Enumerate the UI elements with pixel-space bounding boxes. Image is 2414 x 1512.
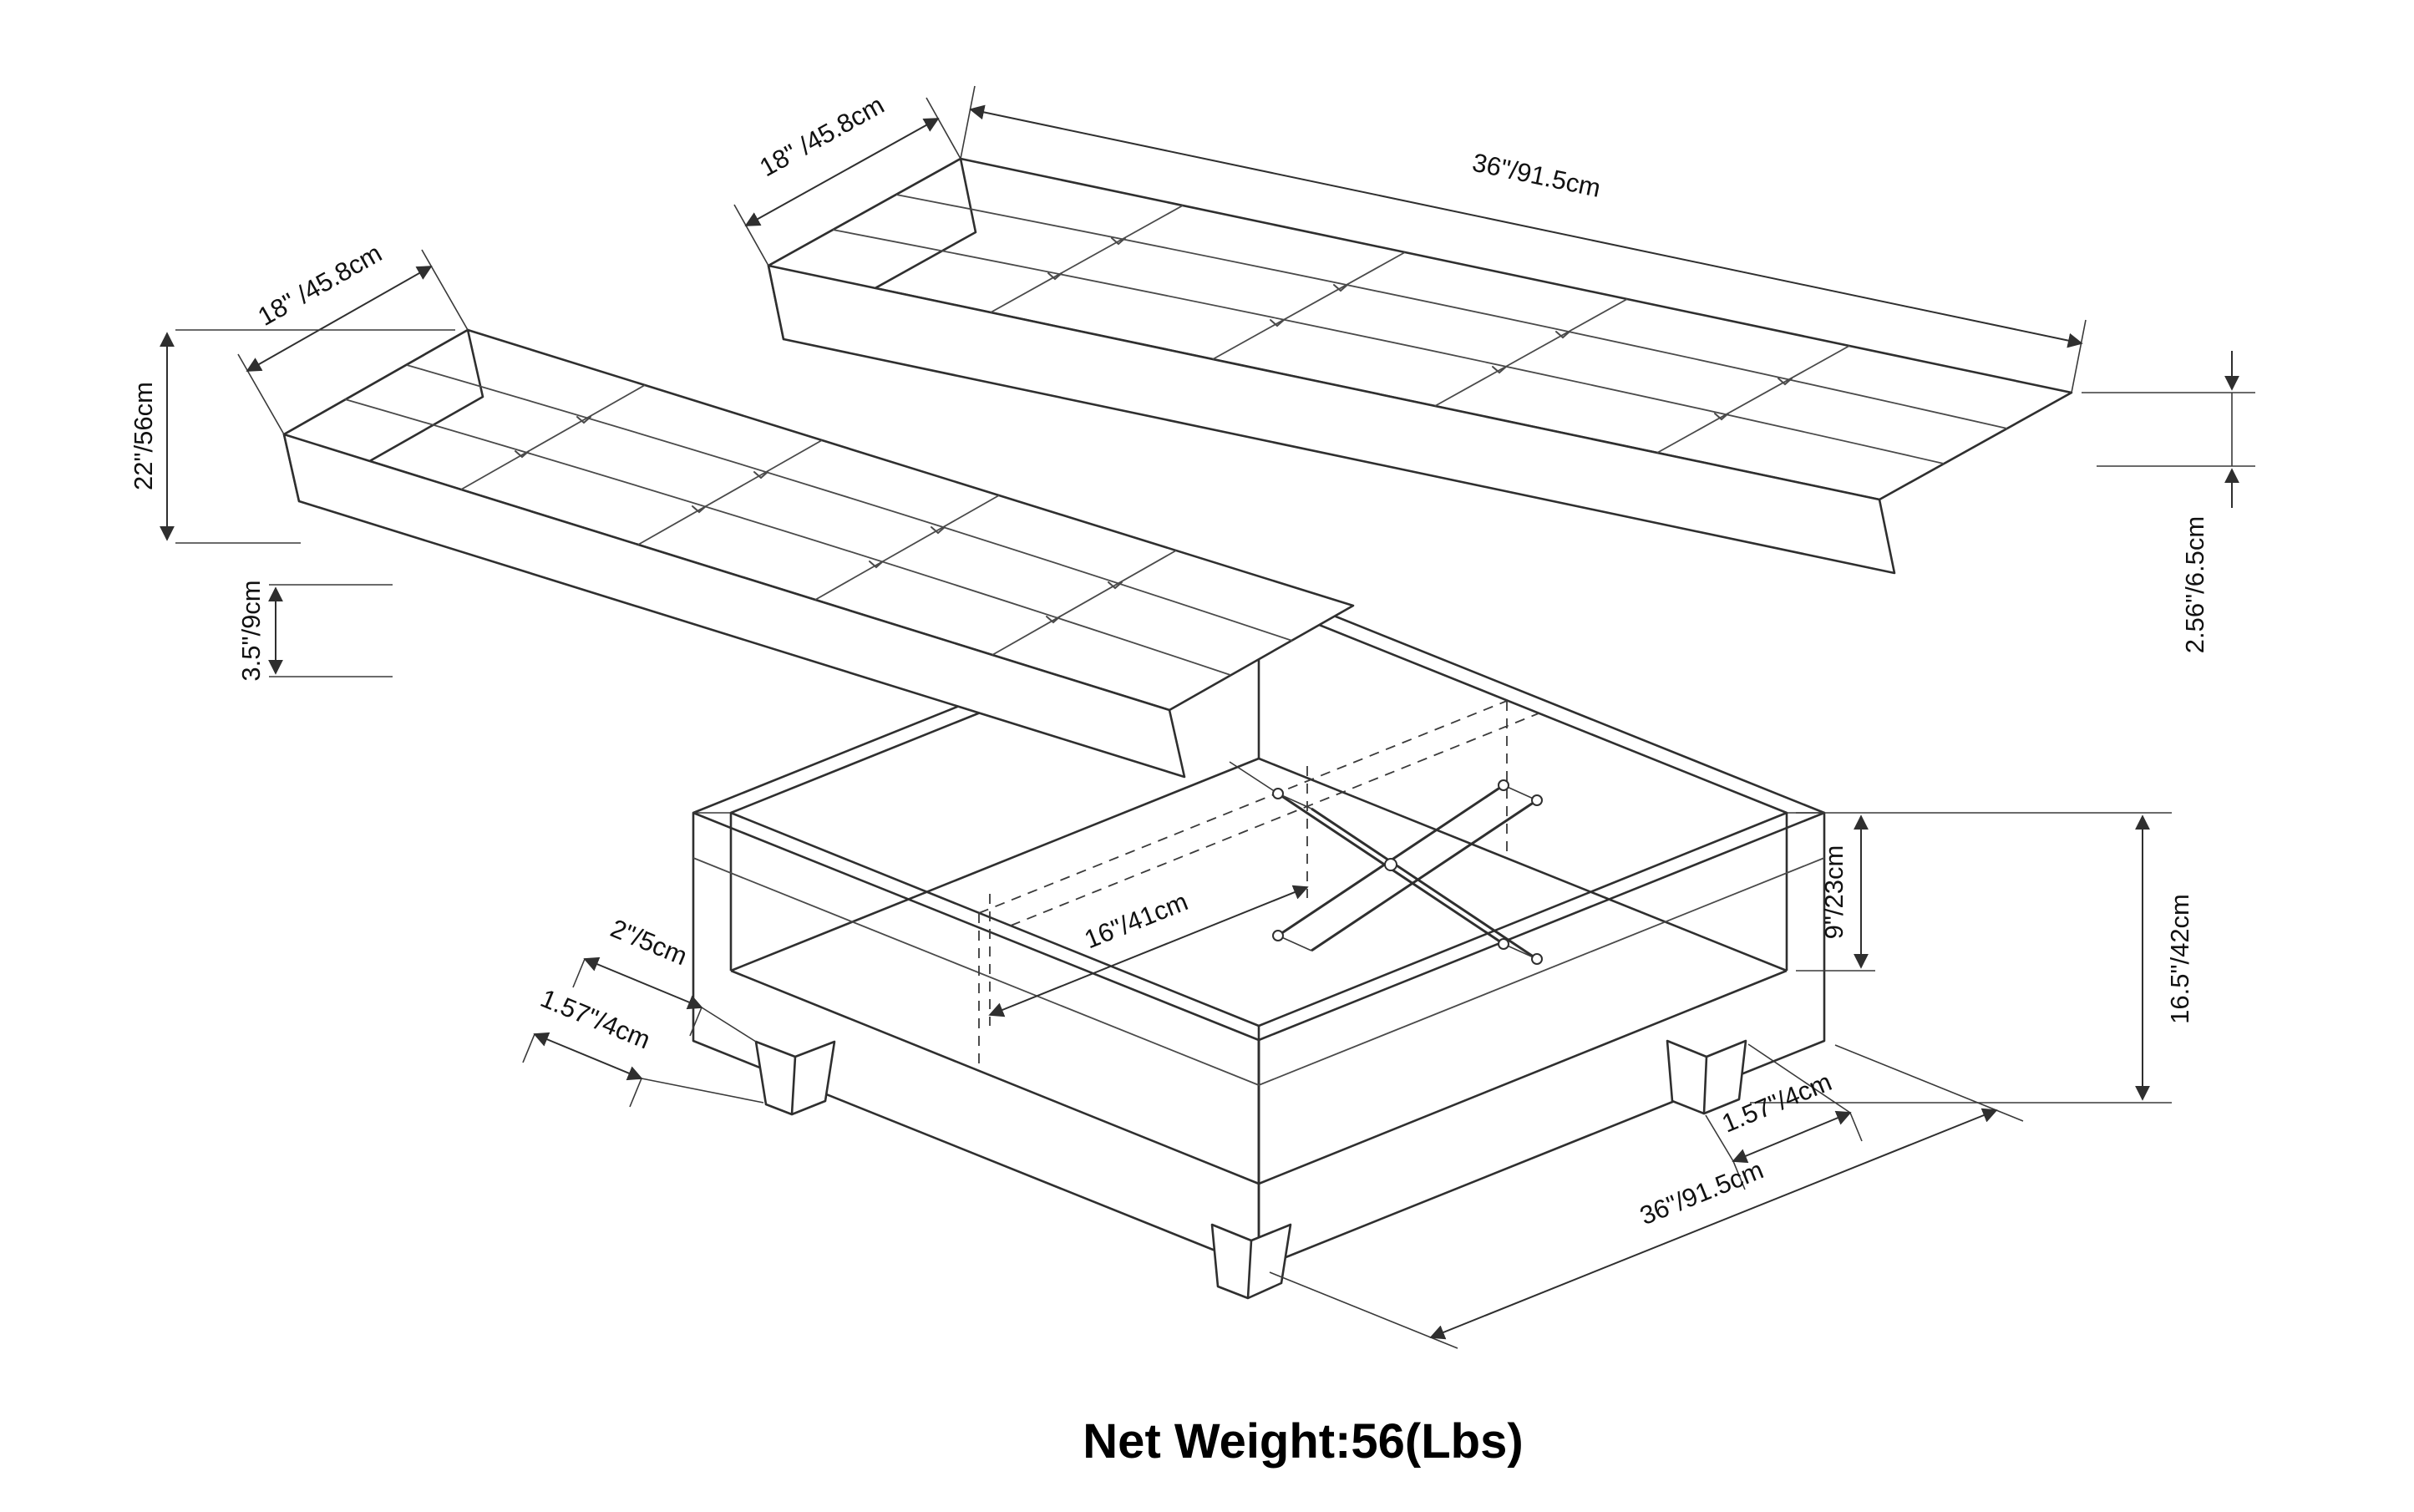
divider-hidden-edges <box>978 700 1539 1071</box>
label-cushion-thickness: 2.56"/6.5cm <box>2180 516 2209 653</box>
lift-mechanism <box>1229 761 1543 965</box>
interior-corner-verticals <box>729 601 1788 1184</box>
dim-right-cushion-width <box>744 118 940 226</box>
base-front-right-face <box>1257 811 1826 1270</box>
scissor-joint <box>1272 930 1284 941</box>
dimension-lines <box>160 85 2255 1349</box>
scissor-joint <box>1531 953 1543 965</box>
ext-line <box>733 97 961 266</box>
ext-line <box>175 329 455 544</box>
ext-line <box>2082 392 2255 467</box>
interior-floor-near-edges <box>730 969 1788 1185</box>
label-leg-inset: 2"/5cm <box>606 913 692 971</box>
base-front-left-face <box>692 811 1260 1270</box>
label-leg-height: 3.5"/9cm <box>236 580 266 681</box>
label-base-length: 36"/91.5cm <box>1636 1155 1767 1231</box>
dim-left-cushion-width <box>246 266 433 372</box>
ext-line <box>1269 1044 2024 1349</box>
scissor-joint <box>1498 938 1509 950</box>
right-leg <box>1666 1039 1747 1115</box>
dim-base-length <box>1429 1108 1998 1340</box>
scissor-joint <box>1531 794 1543 806</box>
label-overall-height: 22"/56cm <box>129 382 158 490</box>
ext-line <box>1796 812 2172 972</box>
ext-line <box>522 1033 764 1108</box>
dim-cushion-length <box>969 104 2083 348</box>
label-storage-depth: 9"/23cm <box>1819 845 1849 940</box>
front-leg <box>1210 1223 1292 1300</box>
left-cushion-front <box>282 433 1186 779</box>
base-frame <box>692 584 1826 1270</box>
label-cushion-length: 36"/91.5cm <box>1470 148 1604 203</box>
interior-floor-far-edges <box>730 757 1788 972</box>
ext-line <box>572 958 757 1043</box>
net-weight-text: Net Weight:56(Lbs) <box>1083 1414 1523 1469</box>
left-cushion-cross-seams <box>460 384 1177 656</box>
dim-leg-inset <box>583 956 703 1010</box>
dim-leg-width-left <box>533 1032 643 1081</box>
ext-line <box>269 584 393 677</box>
left-cushion-tuft-buttons <box>515 416 1123 624</box>
label-base-height: 16.5"/42cm <box>2165 894 2194 1024</box>
left-leg <box>754 1040 836 1116</box>
ext-line <box>237 249 469 435</box>
scissor-joint <box>1272 788 1284 799</box>
left-cushion <box>282 328 1355 779</box>
label-leg-width-left: 1.57"/4cm <box>536 983 654 1054</box>
label-left-cushion-width: 18" /45.8cm <box>253 238 387 332</box>
base-upholstery-seam <box>692 857 1825 1086</box>
label-opening-width: 16"/41cm <box>1080 886 1192 954</box>
scissor-pivot <box>1384 858 1397 871</box>
scissor-bars <box>1277 784 1538 961</box>
label-right-cushion-width: 18" /45.8cm <box>755 90 890 183</box>
legs <box>754 1039 1747 1300</box>
left-cushion-long-seams <box>344 364 1293 676</box>
hidden-ext-line <box>989 766 1308 1026</box>
scissor-joint <box>1498 779 1509 791</box>
ext-line <box>960 85 2087 393</box>
dim-opening-width <box>988 885 1309 1017</box>
